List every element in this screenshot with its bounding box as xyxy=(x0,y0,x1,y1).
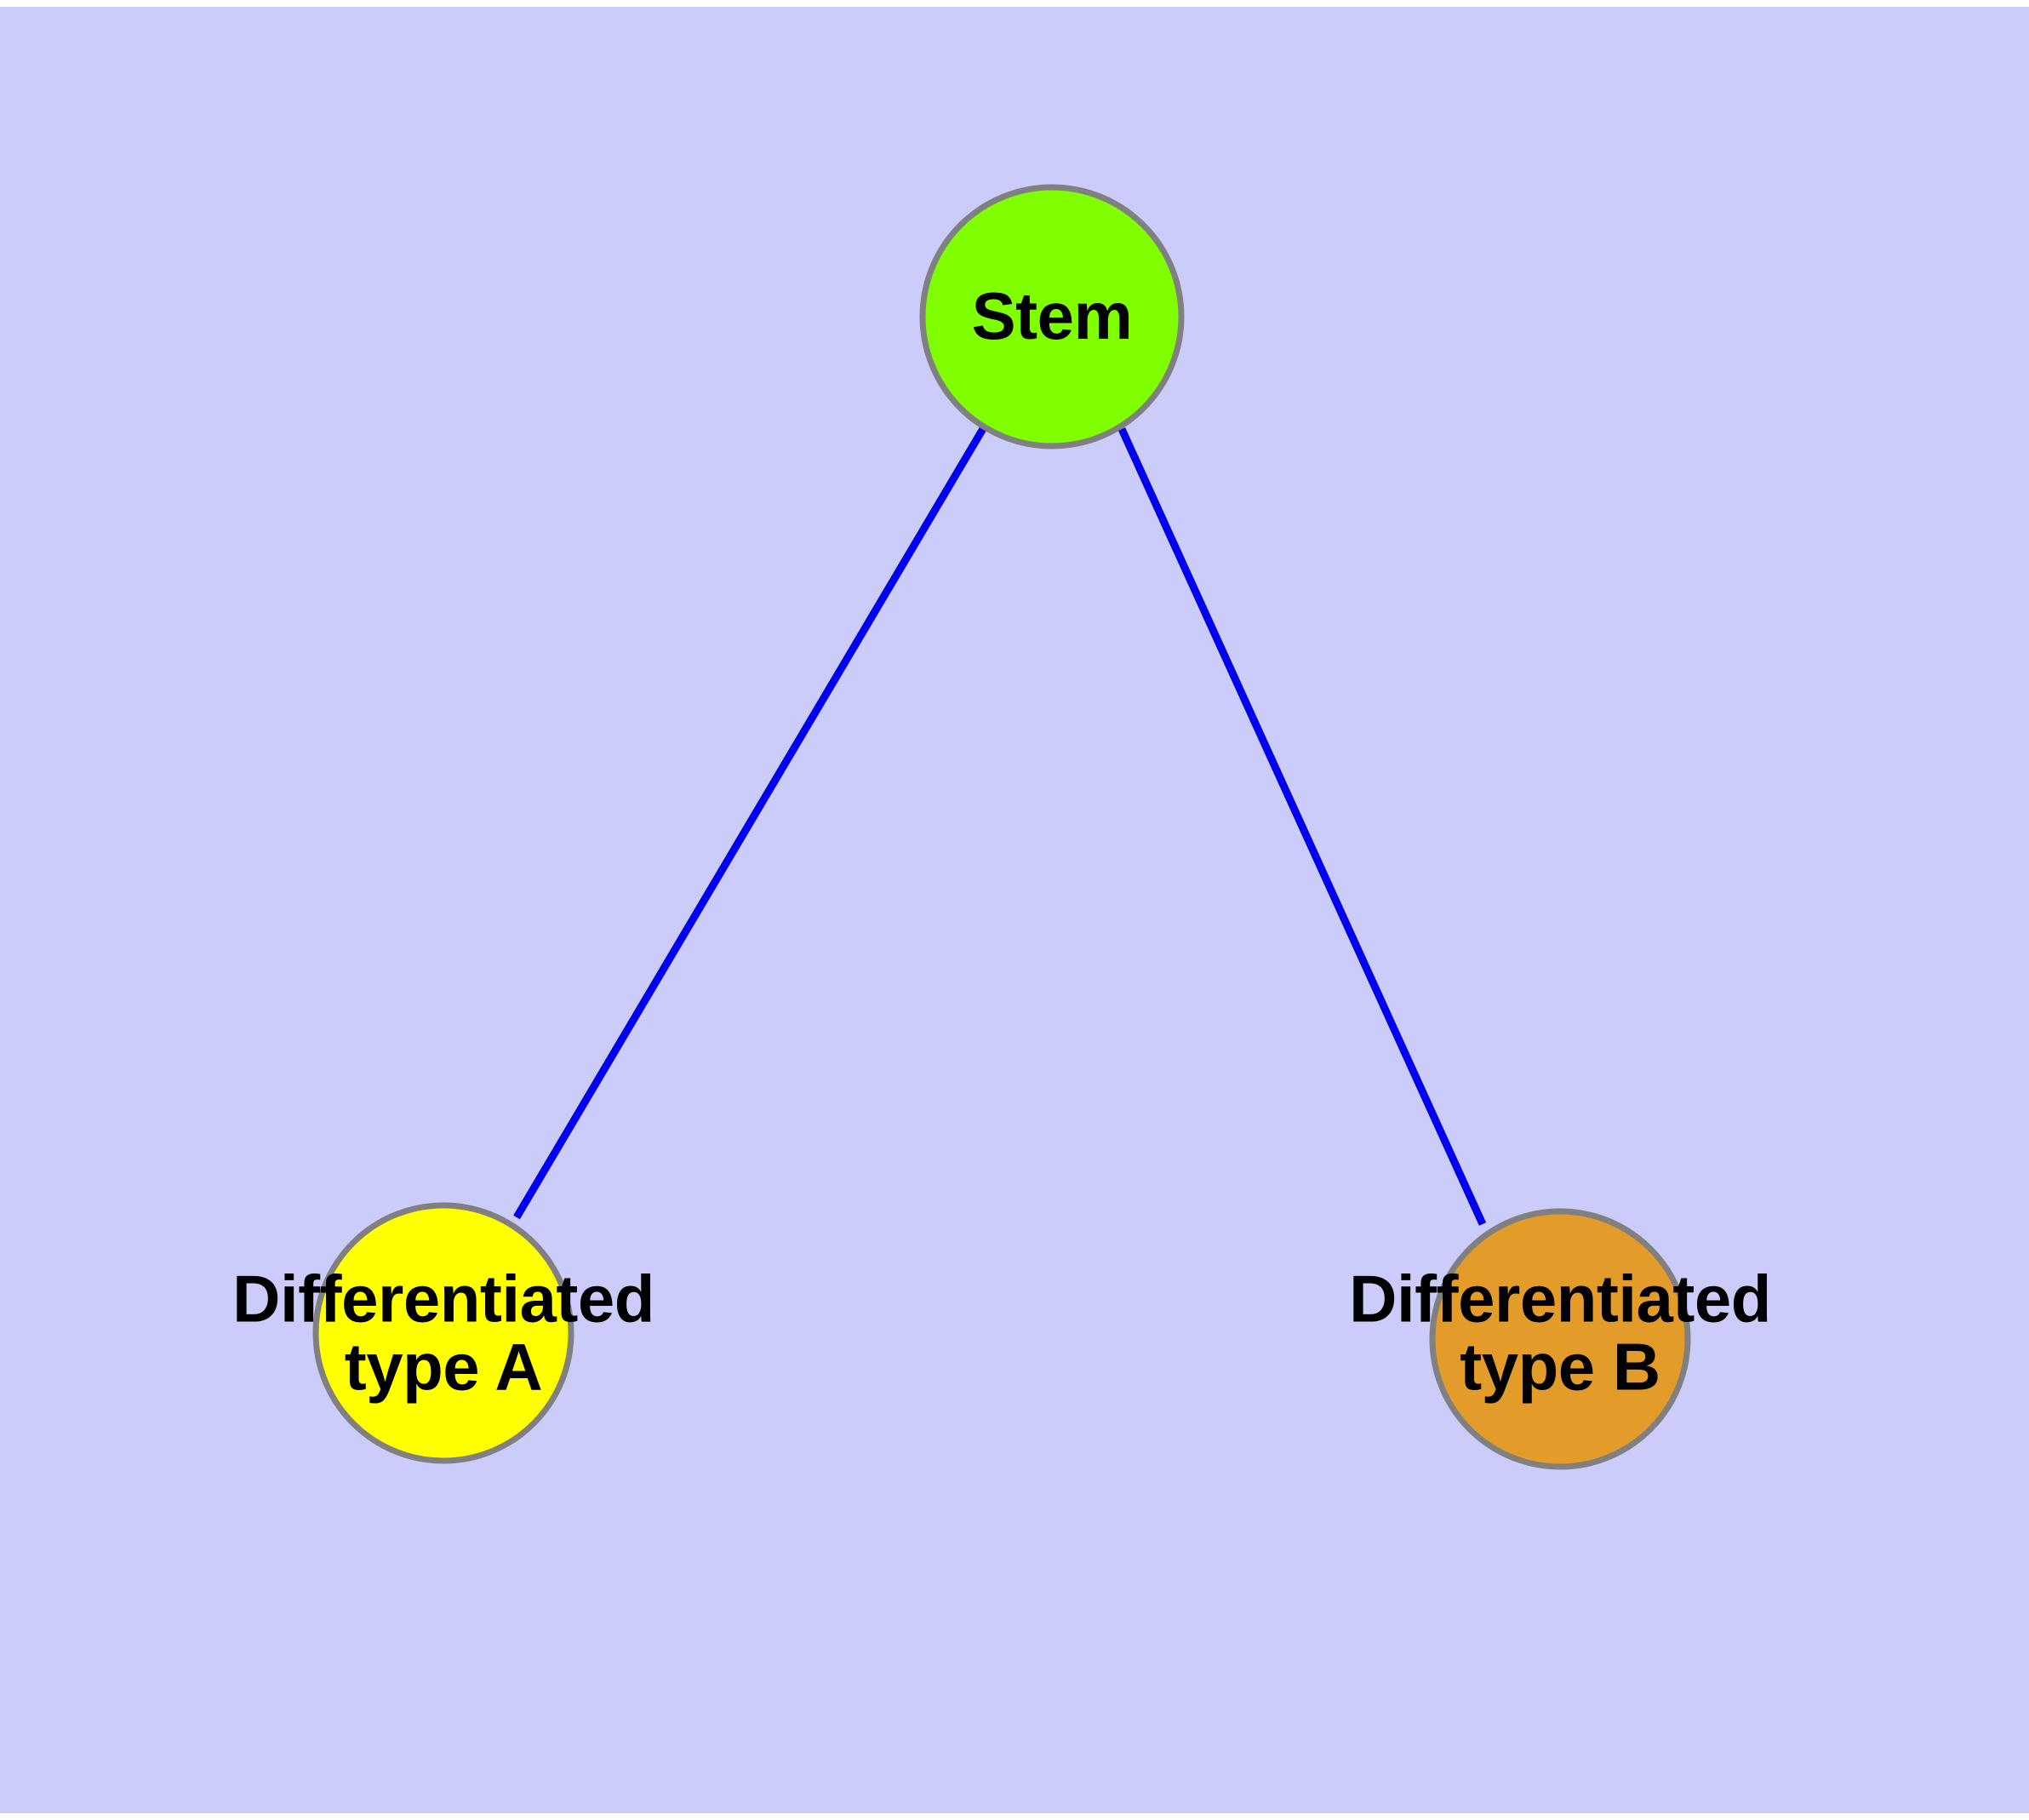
graph-node-diff_a[interactable] xyxy=(312,1202,574,1464)
edge-layer xyxy=(513,425,1487,1226)
graph-edge-stem-diff_a[interactable] xyxy=(513,425,987,1220)
graph-node-stem[interactable] xyxy=(919,184,1185,449)
graph-node-diff_b[interactable] xyxy=(1429,1208,1691,1470)
node-layer xyxy=(312,184,1691,1470)
graph-edge-stem-diff_b[interactable] xyxy=(1117,427,1487,1226)
